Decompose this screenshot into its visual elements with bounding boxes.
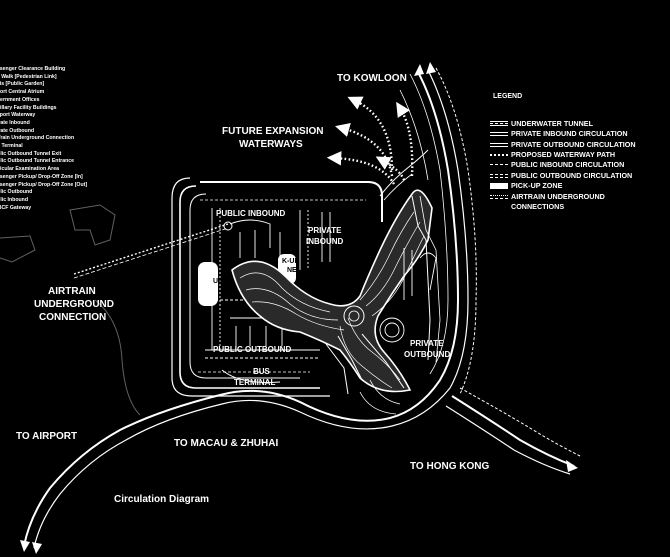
label-airtrain-2: UNDERGROUND: [34, 299, 114, 310]
program-list-item: eport Central Atrium: [0, 89, 45, 96]
legend-swatch: [490, 193, 508, 201]
highway-loops: [23, 67, 581, 549]
legend-item: PUBLIC OUTBOUND CIRCULATION: [490, 172, 632, 180]
terminal-block-outline: [171, 177, 383, 397]
legend-label: PRIVATE OUTBOUND CIRCULATION: [511, 140, 636, 149]
diagram-caption: Circulation Diagram: [114, 494, 210, 505]
label-pickup-left: UP: [213, 278, 223, 285]
legend-item: PRIVATE OUTBOUND CIRCULATION: [490, 141, 636, 149]
legend-item: PICK-UP ZONE: [490, 182, 562, 190]
label-private-inbound-1: PRIVATE: [308, 226, 342, 235]
highway-arrows: [20, 62, 578, 554]
program-list-item: rivate Inbound: [0, 119, 30, 126]
waterway-paths: [326, 96, 414, 185]
label-pickup-right-2: NE: [287, 267, 297, 274]
legend-label: PRIVATE INBOUND CIRCULATION: [511, 129, 628, 138]
legend-item: AIRTRAIN UNDERGROUND: [490, 193, 605, 201]
legend-label: PROPOSED WATERWAY PATH: [511, 150, 616, 159]
airtrain-connection: [73, 221, 233, 279]
legend-item: PUBLIC INBOUND CIRCULATION: [490, 161, 624, 169]
label-bus-terminal-1: BUS: [253, 367, 270, 376]
label-to-hong-kong: TO HONG KONG: [410, 461, 490, 472]
program-list-item: ky Walk [Pedestrian Link]: [0, 73, 57, 80]
label-future-expansion: FUTURE EXPANSION: [222, 126, 324, 137]
legend-swatch: [490, 172, 508, 180]
program-list-item: rivate Outbound: [0, 127, 35, 134]
program-list-item: ublic Outbound: [0, 189, 33, 196]
program-list-item: us Terminal: [0, 143, 23, 150]
legend-swatch: [490, 161, 508, 169]
legend-swatch: [490, 203, 508, 211]
program-list-item: irTrain Underground Connection: [0, 135, 75, 142]
program-list-item: eaport Waterway: [0, 112, 36, 119]
legend-item: UNDERWATER TUNNEL: [490, 120, 593, 128]
label-bus-terminal-2: TERMINAL: [234, 378, 276, 387]
pickup-zone-left: [198, 262, 218, 306]
program-list-item: assenger Pickup/ Drop-Off Zone [In]: [0, 173, 83, 180]
label-public-outbound: PUBLIC OUTBOUND: [213, 345, 292, 354]
label-airtrain-3: CONNECTION: [39, 312, 107, 323]
label-to-macau: TO MACAU & ZHUHAI: [174, 438, 279, 449]
legend-label: PUBLIC OUTBOUND CIRCULATION: [511, 171, 633, 180]
label-public-inbound: PUBLIC INBOUND: [216, 209, 286, 218]
tunnel-spur: [359, 379, 401, 415]
legend-label: UNDERWATER TUNNEL: [511, 119, 593, 128]
legend-label: PUBLIC INBOUND CIRCULATION: [511, 160, 625, 169]
legend-item: CONNECTIONS: [490, 203, 564, 211]
legend-swatch: [490, 120, 508, 128]
program-list-item: ublic Outbound Tunnel Entrance: [0, 158, 75, 165]
program-list-item: ublic Inbound: [0, 196, 28, 203]
legend-swatch: [490, 151, 508, 159]
program-list-item: ublic Outbound Tunnel Exit: [0, 150, 62, 157]
program-list-item: overnment Offices: [0, 96, 40, 103]
legend-label: CONNECTIONS: [511, 202, 565, 211]
legend-swatch: [490, 182, 508, 190]
label-pickup-right-1: K-UP: [282, 258, 300, 265]
legend-swatch: [490, 130, 508, 138]
label-private-inbound-2: INBOUND: [306, 237, 344, 246]
program-list-item: assenger Clearance Building: [0, 66, 66, 72]
program-list-item: ehicular Examination Area: [0, 166, 59, 173]
label-to-airport: TO AIRPORT: [16, 431, 78, 442]
program-list-item: assenger Pickup/ Drop-Off Zone [Out]: [0, 181, 88, 188]
legend-label: PICK-UP ZONE: [511, 181, 563, 190]
legend-label: AIRTRAIN UNDERGROUND: [511, 192, 605, 201]
context-outline: [0, 204, 141, 416]
legend-title: LEGEND: [493, 93, 523, 100]
label-airtrain-1: AIRTRAIN: [48, 286, 96, 297]
legend-swatch: [490, 141, 508, 149]
label-private-outbound-2: OUTBOUND: [404, 350, 451, 359]
legend-item: PROPOSED WATERWAY PATH: [490, 151, 615, 159]
legend-item: PRIVATE INBOUND CIRCULATION: [490, 130, 628, 138]
right-detail: [379, 248, 437, 343]
program-list-item: esis [Public Garden]: [0, 81, 45, 88]
label-private-outbound-1: PRIVATE: [410, 339, 444, 348]
label-to-kowloon: TO KOWLOON: [337, 73, 407, 84]
program-list-item: ncillary Facility Buildings: [0, 104, 57, 111]
label-waterways: WATERWAYS: [239, 139, 303, 150]
central-building: [231, 189, 433, 395]
program-list-item: KBCF Gateway: [0, 204, 32, 211]
